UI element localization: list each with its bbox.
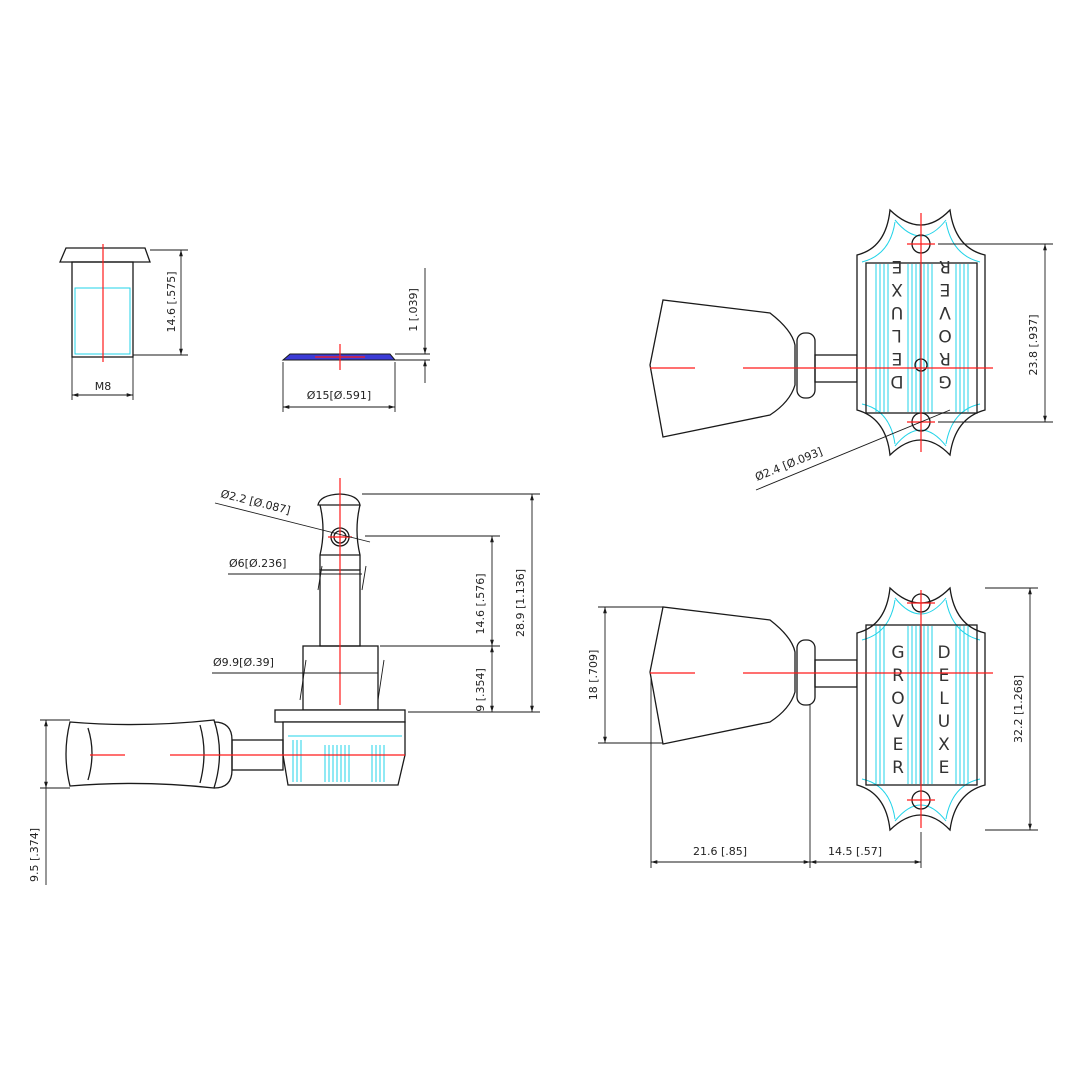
washer-thickness-dim: 1 [.039]: [407, 288, 420, 332]
brand-letter: L: [939, 689, 949, 709]
brand-letter: U: [938, 712, 950, 732]
brand-letter: E: [939, 666, 950, 686]
brand-letter: O: [891, 689, 904, 709]
brand-letter: E: [939, 758, 950, 778]
post-height-dim: 14.6 [.576]: [474, 573, 487, 634]
bushing-height-dim: 9 [.354]: [474, 668, 487, 712]
bushing-diameter-dim: Ø9.9[Ø.39]: [213, 656, 274, 669]
button-length-dim: 21.6 [.85]: [693, 845, 747, 858]
brand-letter: X: [938, 735, 950, 755]
brand-letter: R: [939, 348, 951, 368]
brand-letter: G: [938, 371, 951, 391]
brand-letter: D: [890, 371, 903, 391]
brand-letter: E: [892, 348, 903, 368]
total-height-dim: 28.9 [1.136]: [514, 569, 527, 637]
brand-letter: X: [891, 279, 903, 299]
gear-housing-lines: [288, 735, 402, 782]
post-diameter-dim: Ø6[Ø.236]: [229, 557, 286, 570]
hole-dim: Ø2.2 [Ø.087]: [219, 487, 291, 517]
brand-letter: E: [940, 279, 951, 299]
brand-letter: V: [892, 712, 904, 732]
brand-letter: V: [939, 302, 951, 322]
hole-spacing-dim: 23.8 [.937]: [1027, 314, 1040, 375]
tuner-top-view: G R O V E R D E L U X E 23.8 [.937] Ø2.4…: [649, 208, 1053, 491]
brand-letter: R: [939, 256, 951, 276]
screw-hole-dim: Ø2.4 [Ø.093]: [753, 445, 824, 484]
button-thickness-dim: 9.5 [.374]: [28, 828, 41, 882]
brand-letter: L: [892, 325, 902, 345]
tuner-side-view: 28.9 [1.136] 14.6 [.576] 9 [.354] Ø2.2 […: [28, 478, 540, 885]
brand-letter: E: [892, 256, 903, 276]
washer-view: 1 [.039] Ø15[Ø.591]: [281, 268, 430, 412]
brand-letter: O: [938, 325, 951, 345]
hex-nut-view: 14.6 [.575] M8: [59, 244, 188, 400]
brand-letter: E: [893, 735, 904, 755]
nut-height-dim: 14.6 [.575]: [165, 271, 178, 332]
brand-letter: R: [892, 758, 904, 778]
button-height-dim: 18 [.709]: [587, 650, 600, 701]
shaft-length-dim: 14.5 [.57]: [828, 845, 882, 858]
brand-letter: R: [892, 666, 904, 686]
brand-letter: D: [937, 643, 950, 663]
washer-diameter-dim: Ø15[Ø.591]: [307, 389, 371, 402]
brand-letter: U: [891, 302, 903, 322]
brand-letter: G: [891, 643, 904, 663]
tuner-front-view: G R O V E R D E L U X E 18 [.709] 32.2 […: [587, 586, 1038, 868]
nut-thread-dim: M8: [95, 380, 112, 393]
plate-height-dim: 32.2 [1.268]: [1012, 675, 1025, 743]
